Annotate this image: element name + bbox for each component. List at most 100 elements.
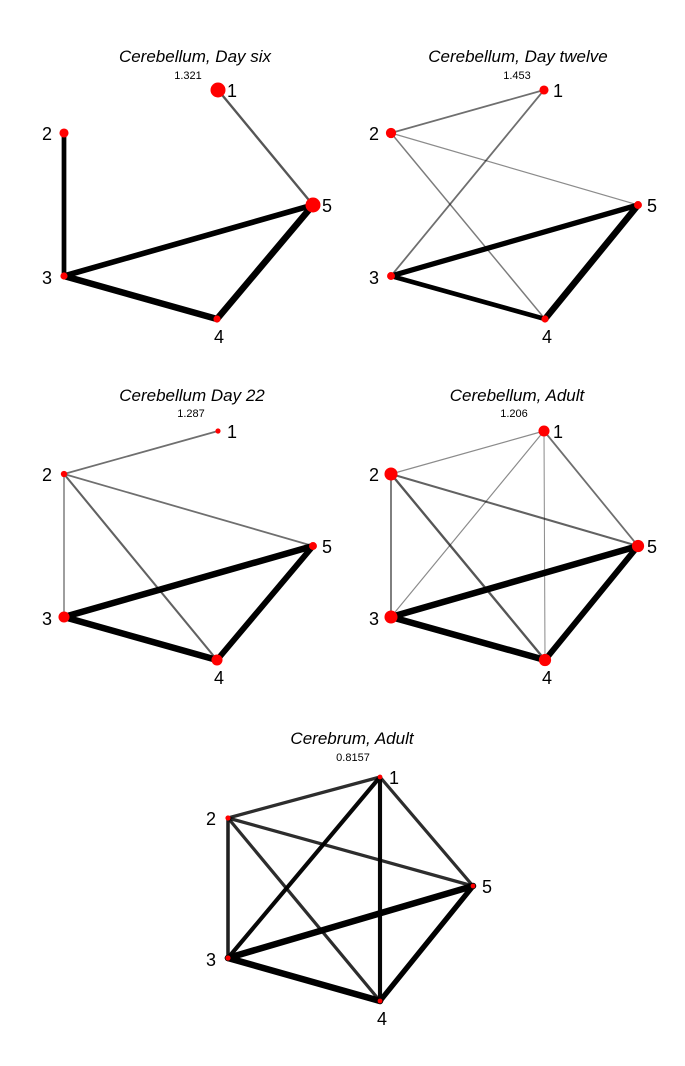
node-label-5: 5 bbox=[647, 196, 657, 216]
node-5 bbox=[309, 542, 317, 550]
node-5 bbox=[305, 197, 321, 213]
node-4 bbox=[211, 654, 223, 666]
edge-4-5 bbox=[541, 201, 642, 323]
node-5 bbox=[634, 201, 642, 209]
edge-3-4 bbox=[388, 273, 548, 322]
node-2 bbox=[59, 128, 69, 138]
node-label-2: 2 bbox=[369, 124, 379, 144]
edge-2-1 bbox=[390, 89, 545, 134]
edge-3-4 bbox=[224, 954, 384, 1005]
node-label-5: 5 bbox=[322, 196, 332, 216]
edge-2-4 bbox=[390, 132, 546, 320]
node-label-2: 2 bbox=[42, 465, 52, 485]
node-1 bbox=[215, 428, 221, 434]
node-3 bbox=[225, 955, 231, 961]
edge-3-5 bbox=[61, 202, 316, 279]
panel-title: Cerebellum, Day six bbox=[119, 47, 272, 66]
edge-3-5 bbox=[387, 542, 642, 621]
panel-value: 1.321 bbox=[174, 70, 202, 82]
node-4 bbox=[538, 653, 552, 667]
node-3 bbox=[384, 610, 398, 624]
edge-3-5 bbox=[60, 542, 317, 621]
node-label-3: 3 bbox=[42, 268, 52, 288]
node-label-3: 3 bbox=[206, 950, 216, 970]
node-label-4: 4 bbox=[214, 668, 224, 688]
node-label-3: 3 bbox=[369, 268, 379, 288]
edge-2-4 bbox=[62, 472, 219, 662]
edge-2-1 bbox=[63, 430, 219, 475]
node-3 bbox=[58, 611, 70, 623]
panel-cerebellum-day-22: Cerebellum Day 22 1.287 1 2 3 4 5 bbox=[42, 386, 332, 688]
panel-cerebellum-day-six: Cerebellum, Day six 1.321 1 2 3 4 5 bbox=[42, 47, 332, 347]
panel-value: 1.287 bbox=[177, 408, 205, 420]
edge-2-5 bbox=[389, 472, 640, 548]
edge-2-1 bbox=[226, 775, 382, 820]
edge-4-5 bbox=[213, 201, 317, 323]
node-label-1: 1 bbox=[227, 81, 237, 101]
panel-value: 1.453 bbox=[503, 70, 531, 82]
node-1 bbox=[210, 82, 226, 98]
node-label-4: 4 bbox=[542, 668, 552, 688]
edge-2-4 bbox=[226, 816, 382, 1003]
node-2 bbox=[384, 467, 398, 481]
node-label-1: 1 bbox=[553, 422, 563, 442]
node-label-1: 1 bbox=[227, 422, 237, 442]
edge-3-4 bbox=[60, 272, 221, 323]
panel-cerebellum-day-twelve: Cerebellum, Day twelve 1.453 1 2 3 4 5 bbox=[369, 47, 657, 347]
edge-2-5 bbox=[63, 473, 314, 547]
edge-4-5 bbox=[377, 883, 476, 1004]
node-label-4: 4 bbox=[377, 1009, 387, 1029]
node-3 bbox=[387, 272, 395, 280]
edge-2-1 bbox=[390, 430, 545, 475]
edge-1-5 bbox=[378, 775, 475, 888]
panel-cerebellum-adult: Cerebellum, Adult 1.206 1 2 3 4 5 bbox=[369, 386, 657, 688]
edge-3-5 bbox=[224, 882, 477, 962]
node-4 bbox=[213, 315, 221, 323]
panel-value: 0.8157 bbox=[336, 752, 370, 764]
node-2 bbox=[225, 815, 231, 821]
node-label-2: 2 bbox=[206, 809, 216, 829]
node-label-3: 3 bbox=[369, 609, 379, 629]
node-2 bbox=[385, 127, 397, 139]
edge-4-5 bbox=[542, 543, 641, 663]
edge-1-3 bbox=[390, 430, 545, 618]
node-label-3: 3 bbox=[42, 609, 52, 629]
node-4 bbox=[377, 998, 383, 1004]
node-1 bbox=[539, 85, 549, 95]
panel-value: 1.206 bbox=[500, 408, 528, 420]
edge-1-4 bbox=[543, 430, 546, 661]
edge-2-4 bbox=[389, 472, 547, 662]
node-label-1: 1 bbox=[389, 768, 399, 788]
panel-cerebrum-adult: Cerebrum, Adult 0.8157 1 2 3 4 5 bbox=[206, 729, 492, 1029]
panel-title: Cerebrum, Adult bbox=[290, 729, 414, 748]
node-label-5: 5 bbox=[322, 537, 332, 557]
edge-1-3 bbox=[390, 89, 545, 277]
node-label-4: 4 bbox=[214, 327, 224, 347]
node-4 bbox=[541, 315, 549, 323]
edge-3-4 bbox=[387, 613, 549, 664]
node-5 bbox=[631, 539, 645, 553]
node-1 bbox=[377, 774, 383, 780]
node-1 bbox=[538, 425, 550, 437]
edge-2-5 bbox=[226, 816, 475, 888]
edge-1-5 bbox=[216, 88, 315, 207]
node-label-1: 1 bbox=[553, 81, 563, 101]
panel-title: Cerebellum, Day twelve bbox=[428, 47, 608, 66]
node-5 bbox=[470, 883, 476, 889]
node-label-2: 2 bbox=[42, 124, 52, 144]
node-label-4: 4 bbox=[542, 327, 552, 347]
edge-4-5 bbox=[214, 543, 316, 663]
edge-3-5 bbox=[388, 202, 641, 279]
edge-3-4 bbox=[60, 613, 221, 664]
panel-title: Cerebellum, Adult bbox=[450, 386, 586, 405]
node-2 bbox=[60, 470, 68, 478]
node-3 bbox=[60, 272, 68, 280]
edge-2-5 bbox=[390, 132, 639, 206]
node-label-5: 5 bbox=[482, 877, 492, 897]
node-label-2: 2 bbox=[369, 465, 379, 485]
edge-1-3 bbox=[225, 774, 383, 961]
edge-1-5 bbox=[543, 430, 639, 547]
node-label-5: 5 bbox=[647, 537, 657, 557]
panel-title: Cerebellum Day 22 bbox=[119, 386, 265, 405]
